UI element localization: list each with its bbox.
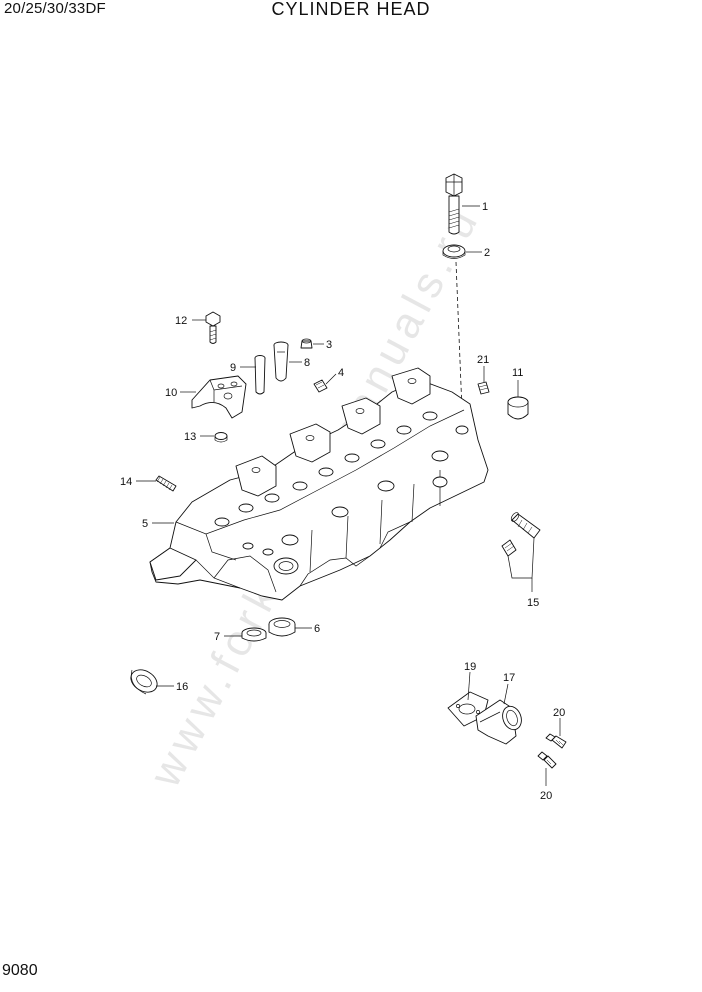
callout-9: 9 — [230, 362, 236, 374]
page-number: 9080 — [2, 962, 38, 979]
part-2-washer — [442, 244, 466, 259]
part-14-stud — [155, 475, 177, 492]
part-17-water-outlet — [475, 699, 522, 745]
part-4-plug — [313, 379, 328, 393]
model-code: 20/25/30/33DF — [4, 0, 106, 17]
part-12-bolt — [205, 311, 221, 344]
part-11-core-plug — [507, 396, 529, 420]
callout-20-upper: 20 — [553, 707, 565, 719]
part-5-cylinder-head — [149, 367, 489, 601]
callout-13: 13 — [184, 431, 196, 443]
callout-6: 6 — [314, 623, 320, 635]
callout-19: 19 — [464, 661, 476, 673]
callout-1: 1 — [482, 201, 488, 213]
part-21-plug — [477, 381, 490, 395]
part-15-fittings — [501, 512, 541, 557]
part-9-pin — [254, 355, 266, 395]
callout-21: 21 — [477, 354, 489, 366]
part-20-bolt-upper — [545, 733, 567, 749]
callout-14: 14 — [120, 476, 132, 488]
callout-7: 7 — [214, 631, 220, 643]
callout-17: 17 — [503, 672, 515, 684]
callout-12: 12 — [175, 315, 187, 327]
callout-15: 15 — [527, 597, 539, 609]
valve-bosses — [214, 411, 469, 556]
callout-20-lower: 20 — [540, 790, 552, 802]
callout-5: 5 — [142, 518, 148, 530]
callout-11: 11 — [512, 367, 523, 379]
part-20-bolt-lower — [537, 751, 557, 769]
part-1-bolt — [445, 173, 463, 235]
part-13-nut — [214, 432, 228, 443]
part-6-seal — [268, 617, 296, 637]
part-16-oil-seal — [130, 669, 158, 695]
callout-4: 4 — [338, 367, 344, 379]
page-title: CYLINDER HEAD — [271, 0, 431, 19]
callout-8: 8 — [304, 357, 310, 369]
part-10-bracket — [191, 375, 247, 419]
callout-numbers: 1 2 3 4 5 6 7 8 9 10 11 12 13 14 15 16 1… — [120, 201, 565, 802]
callout-2: 2 — [484, 247, 490, 259]
bolt-axis-line — [455, 261, 463, 411]
leader-lines — [136, 205, 561, 786]
part-3-cap — [300, 338, 313, 349]
callout-3: 3 — [326, 339, 332, 351]
part-7-seal — [241, 627, 267, 642]
callout-16: 16 — [176, 681, 188, 693]
callout-10: 10 — [165, 387, 177, 399]
part-8-sleeve — [273, 341, 289, 382]
